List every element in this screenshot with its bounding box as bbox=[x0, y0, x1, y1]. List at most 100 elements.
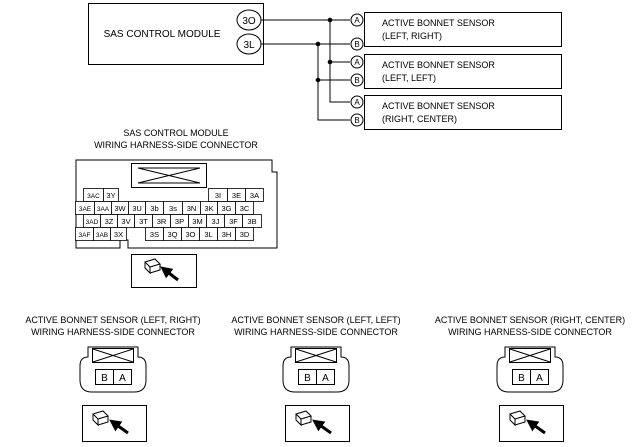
connector-pin: 3H bbox=[217, 227, 236, 241]
terminal-top-label: 3O bbox=[242, 16, 256, 27]
sensor-connector-2-view-icon bbox=[285, 405, 350, 442]
connector-pin-label: 3AA bbox=[97, 206, 110, 213]
sensor-connector-right-center: ACTIVE BONNET SENSOR (RIGHT, CENTER) WIR… bbox=[435, 315, 625, 442]
connector-pin-label: 3F bbox=[229, 217, 238, 226]
connector-pin: 3AE bbox=[75, 201, 95, 215]
module-terminal-bottom: 3L bbox=[236, 33, 262, 55]
sensor-1-pin-a: A bbox=[354, 16, 360, 25]
connector-pin-label: 3b bbox=[150, 204, 158, 213]
connector-pin: 3AF bbox=[75, 227, 94, 241]
connector-pin-label: 3AF bbox=[79, 232, 91, 239]
sensor-connector-3-view-icon bbox=[499, 405, 564, 442]
connector-pin-label: 3C bbox=[240, 204, 250, 213]
connector-pin-label: 3G bbox=[221, 204, 231, 213]
sensor-connector-2-title-1: ACTIVE BONNET SENSOR (LEFT, LEFT) bbox=[231, 315, 400, 325]
connector-pin-label: 3V bbox=[121, 217, 130, 226]
connector-pin: 3N bbox=[182, 201, 201, 215]
sensor-connector-1-pin-b: B bbox=[101, 373, 108, 384]
connector-pin-label: 3AC bbox=[87, 193, 100, 200]
connector-pin: 3AA bbox=[94, 201, 112, 215]
module-connector-housing bbox=[75, 159, 278, 249]
connector-pin-label: 3A bbox=[250, 191, 259, 200]
connector-pin: 3U bbox=[128, 201, 146, 215]
sensor-block-left-right: A B ACTIVE BONNET SENSOR (LEFT, RIGHT) bbox=[350, 12, 562, 51]
sensor-connector-3-pin-a: A bbox=[536, 373, 543, 384]
connector-pin-label: 3I bbox=[215, 191, 221, 200]
connector-pin: 3AD bbox=[83, 214, 101, 228]
sensor-connector-3-title-1: ACTIVE BONNET SENSOR (RIGHT, CENTER) bbox=[435, 315, 625, 325]
sensor-3-pin-b: B bbox=[354, 116, 359, 125]
connector-pin-label: 3B bbox=[247, 217, 256, 226]
sensor-3-title: ACTIVE BONNET SENSOR bbox=[382, 101, 495, 111]
sensor-connector-left-right: ACTIVE BONNET SENSOR (LEFT, RIGHT) WIRIN… bbox=[25, 315, 201, 442]
sensor-connector-3-pin-b: B bbox=[518, 373, 525, 384]
sensor-3-pin-a: A bbox=[354, 98, 360, 107]
sensor-connector-2-pin-b: B bbox=[304, 373, 311, 384]
connector-pin: 3O bbox=[181, 227, 200, 241]
module-connector-title-2: WIRING HARNESS-SIDE CONNECTOR bbox=[94, 140, 258, 150]
sensor-2-subtitle: (LEFT, LEFT) bbox=[382, 73, 436, 83]
connector-pin-label: 3R bbox=[157, 217, 167, 226]
connector-pin: 3A bbox=[245, 188, 264, 202]
connector-pin: 3P bbox=[170, 214, 189, 228]
sensor-connector-left-left: ACTIVE BONNET SENSOR (LEFT, LEFT) WIRING… bbox=[231, 315, 401, 442]
connector-pin: 3I bbox=[208, 188, 228, 202]
connector-pin-label: 3X bbox=[114, 230, 123, 239]
connector-pin-label: 3M bbox=[192, 217, 202, 226]
connector-pin-label: 3W bbox=[114, 204, 126, 213]
connector-pin: 3V bbox=[117, 214, 135, 228]
connector-pin-label: 3H bbox=[222, 230, 232, 239]
connector-pin: 3F bbox=[224, 214, 243, 228]
connector-pin-label: 3D bbox=[240, 230, 250, 239]
connector-pin-label: 3J bbox=[212, 217, 220, 226]
harness-wires bbox=[261, 17, 350, 121]
connector-pin-label: 3U bbox=[132, 204, 142, 213]
connector-pin: 3AC bbox=[83, 188, 104, 202]
connector-pin: 3X bbox=[110, 227, 127, 241]
connector-pin: 3E bbox=[227, 188, 246, 202]
connector-pin: 3R bbox=[152, 214, 171, 228]
module-terminal-top: 3O bbox=[236, 9, 262, 31]
connector-pin-label: 3T bbox=[139, 217, 148, 226]
connector-pin-label: 3L bbox=[204, 230, 212, 239]
connector-pin: 3L bbox=[199, 227, 218, 241]
terminal-bottom-label: 3L bbox=[243, 40, 255, 51]
connector-pin-label: 3AD bbox=[86, 219, 99, 226]
connector-pin: 3J bbox=[206, 214, 225, 228]
connector-pin: 3T bbox=[134, 214, 153, 228]
sensor-1-title: ACTIVE BONNET SENSOR bbox=[382, 18, 495, 28]
connector-pin-label: 3S bbox=[150, 230, 159, 239]
connector-pin: 3S bbox=[145, 227, 164, 241]
connector-pin: 3D bbox=[235, 227, 254, 241]
connector-pin-label: 3Z bbox=[105, 217, 114, 226]
connector-pin: 3b bbox=[145, 201, 164, 215]
sensor-1-subtitle: (LEFT, RIGHT) bbox=[382, 31, 442, 41]
connector-pin-label: 3s bbox=[169, 204, 177, 213]
connector-pin-label: 3N bbox=[187, 204, 197, 213]
module-connector-title-1: SAS CONTROL MODULE bbox=[123, 128, 228, 138]
module-label: SAS CONTROL MODULE bbox=[104, 29, 221, 40]
sensor-2-pin-a: A bbox=[354, 58, 360, 67]
sensor-1-pin-b: B bbox=[354, 40, 359, 49]
connector-pin-label: 3AE bbox=[79, 206, 92, 213]
sensor-block-left-left: A B ACTIVE BONNET SENSOR (LEFT, LEFT) bbox=[350, 54, 562, 89]
sensor-2-pin-b: B bbox=[354, 76, 359, 85]
connector-pin: 3M bbox=[188, 214, 207, 228]
sensor-connector-3-title-2: WIRING HARNESS-SIDE CONNECTOR bbox=[448, 327, 612, 337]
connector-pin-label: 3AB bbox=[96, 232, 108, 239]
sensor-connector-1-title-1: ACTIVE BONNET SENSOR (LEFT, RIGHT) bbox=[25, 315, 200, 325]
connector-pin: 3s bbox=[163, 201, 183, 215]
connector-pin: 3G bbox=[217, 201, 236, 215]
sensor-block-right-center: A B ACTIVE BONNET SENSOR (RIGHT, CENTER) bbox=[350, 95, 562, 130]
connector-pin: 3Q bbox=[163, 227, 182, 241]
connector-pin-label: 3P bbox=[175, 217, 184, 226]
sas-control-module-block bbox=[88, 3, 264, 65]
connector-pin: 3C bbox=[235, 201, 254, 215]
connector-pin: 3Z bbox=[100, 214, 118, 228]
connector-pin: 3B bbox=[242, 214, 262, 228]
connector-pin-label: 3E bbox=[232, 191, 241, 200]
sensor-connector-2-pin-a: A bbox=[322, 373, 329, 384]
